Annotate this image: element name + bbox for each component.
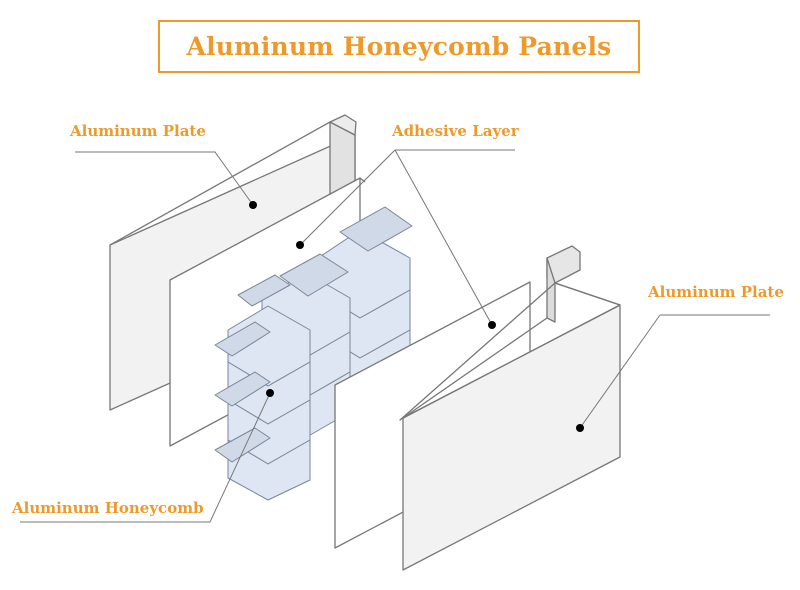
title-box: Aluminum Honeycomb Panels (158, 20, 640, 73)
label-aluminum-plate-right: Aluminum Plate (648, 283, 784, 301)
marker-dot (576, 424, 584, 432)
leader-lines (20, 149, 770, 523)
marker-dot (488, 321, 496, 329)
label-aluminum-honeycomb: Aluminum Honeycomb (12, 499, 204, 517)
label-adhesive-layer: Adhesive Layer (392, 122, 519, 140)
marker-dot (266, 389, 274, 397)
right-aluminum-plate (399, 245, 621, 571)
marker-dots (249, 201, 584, 432)
diagram-title: Aluminum Honeycomb Panels (186, 32, 612, 61)
marker-dot (249, 201, 257, 209)
label-aluminum-plate-left: Aluminum Plate (70, 122, 206, 140)
marker-dot (296, 241, 304, 249)
